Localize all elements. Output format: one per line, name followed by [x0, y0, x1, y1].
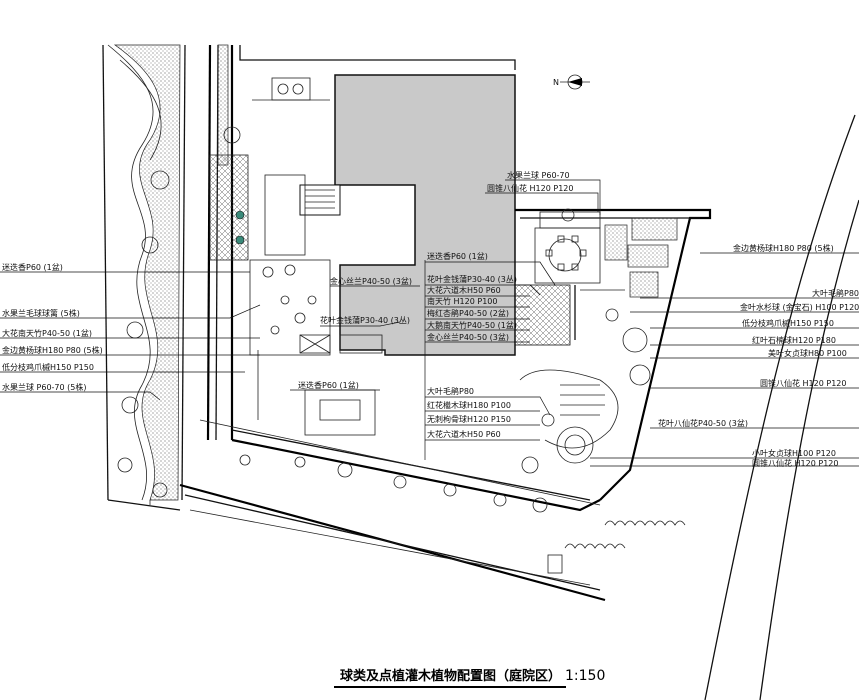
plant-label: 大花六道木H50 P60 — [427, 285, 501, 295]
plant-label: 水果兰球 P60-70 (5株) — [2, 382, 87, 392]
plant-label: 水果兰毛球球篱 (5株) — [2, 308, 80, 318]
plant-label: 梅红杏鹃P40-50 (2盆) — [427, 308, 509, 318]
south-terrace — [199, 369, 619, 513]
plant-label: 大叶毛鹃P80 — [812, 288, 859, 298]
plant-label: 迷迭香P60 (1盆) — [298, 380, 359, 390]
plant-label: 金心丝兰P40-50 (3盆) — [427, 332, 509, 342]
plant-label: 金边黄杨球H180 P80 (5株) — [733, 243, 834, 253]
east-garden — [514, 208, 712, 501]
plant-label: 南天竹 H120 P100 — [427, 296, 497, 306]
title-underline — [334, 686, 566, 688]
plant-label: 迷迭香P60 (1盆) — [2, 262, 63, 272]
plant-label: 大鹅南天竹P40-50 (1盆) — [427, 320, 517, 330]
plant-label: 花叶金钱蒲P30-40 (3丛) — [320, 315, 410, 325]
plant-label: 花叶金钱蒲P30-40 (3丛) — [427, 274, 517, 284]
west-wall — [206, 44, 249, 441]
road-edge — [704, 114, 859, 700]
left-garden-strip — [102, 44, 186, 501]
plant-label: 迷迭香P60 (1盆) — [427, 251, 488, 261]
drawing-title-text: 球类及点植灌木植物配置图（庭院区） — [340, 669, 562, 684]
plant-labels: 迷迭香P60 (1盆) 水果兰毛球球篱 (5株) 大花南天竹P40-50 (1盆… — [2, 170, 859, 468]
plant-label: 圆锥八仙花 H120 P120 — [487, 183, 573, 193]
plant-label: 大花南天竹P40-50 (1盆) — [2, 328, 92, 338]
courtyard-beds — [249, 259, 383, 436]
north-letter: N — [553, 78, 559, 87]
plant-label: 水果兰球 P60-70 — [507, 170, 570, 180]
plant-label: 红花檵木球H180 P100 — [427, 400, 511, 410]
drawing-title: 球类及点植灌木植物配置图（庭院区）1:150 — [340, 665, 605, 684]
plant-label: 金叶水杉球 (金宝石) H100 P120 — [740, 302, 859, 312]
plant-label: 无刺枸骨球H120 P150 — [427, 414, 511, 424]
plant-label: 小叶女贞球H100 P120 — [752, 448, 836, 458]
entrance-path — [107, 483, 686, 602]
north-terrace — [239, 45, 516, 101]
plant-label: 美叶女贞球H80 P100 — [768, 348, 847, 358]
plant-label: 金边黄杨球H180 P80 (5株) — [2, 345, 103, 355]
plant-label: 大花六道木H50 P60 — [427, 429, 501, 439]
plant-label: 红叶石楠球H120 P180 — [752, 335, 836, 345]
plant-label: 低分枝鸡爪槭H150 P150 — [742, 318, 834, 328]
leader-lines — [0, 179, 859, 467]
plant-label: 花叶八仙花P40-50 (3盆) — [658, 418, 748, 428]
plant-label: 低分枝鸡爪槭H150 P150 — [2, 362, 94, 372]
plant-label: 金心丝兰P40-50 (3盆) — [330, 276, 412, 286]
plant-label: 圆锥八仙花 H120 P120 — [752, 458, 838, 468]
plant-label: 圆锥八仙花 H120 P120 — [760, 378, 846, 388]
plant-label: 大叶毛鹃P80 — [427, 386, 474, 396]
drawing-scale: 1:150 — [565, 668, 606, 684]
north-arrow: N — [553, 74, 590, 90]
